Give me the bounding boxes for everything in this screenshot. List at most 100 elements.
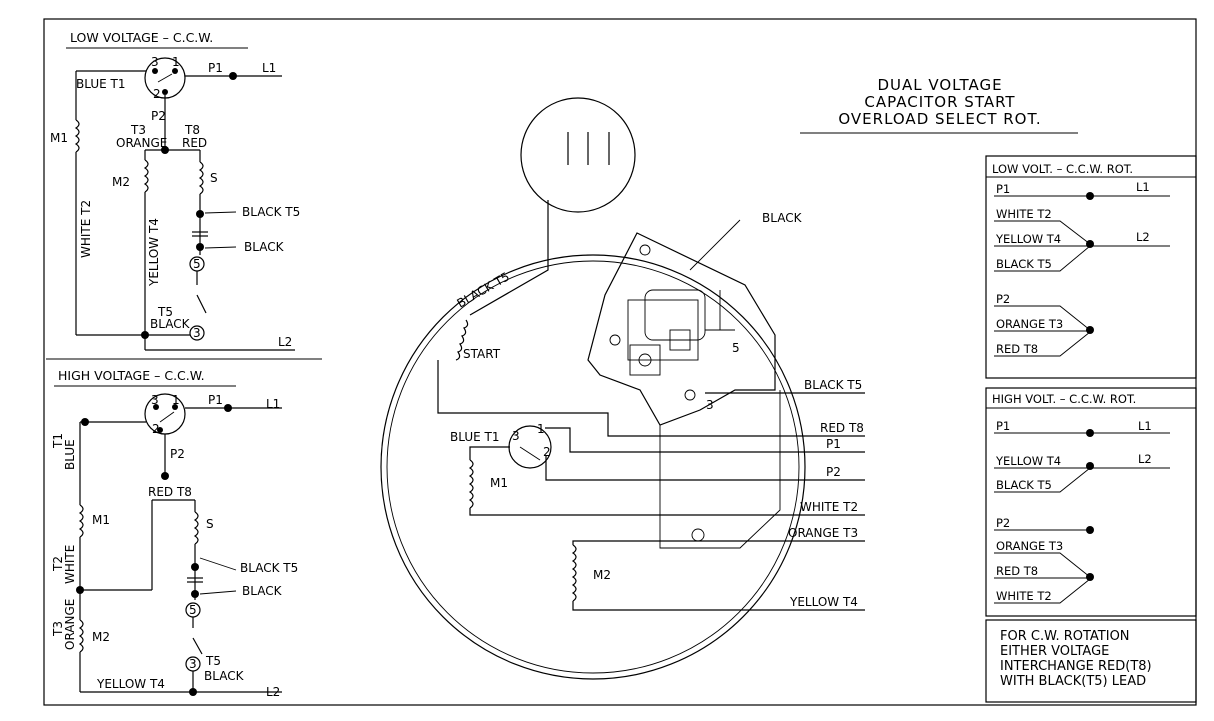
black-t5-label: BLACK T5 [242, 205, 300, 219]
motor-terminal-diagram: BLACK 5 3 BLACK T5 START RED T8 BLACK T5… [380, 97, 865, 680]
terminal-label: 3 [512, 429, 520, 443]
red-t8-label: RED T8 [996, 564, 1038, 578]
m1-label: M1 [92, 513, 110, 527]
m2-winding [143, 159, 149, 193]
terminal-label: 3 [151, 55, 159, 69]
l2-label: L2 [278, 335, 292, 349]
blue-t1-label: BLUE T1 [450, 430, 499, 444]
black-t5-label: BLACK T5 [996, 257, 1052, 271]
p2-lead-label: P2 [826, 465, 841, 479]
terminal-label: 2 [543, 445, 551, 459]
t2-label: T2 [51, 556, 65, 572]
black-label: BLACK [242, 584, 283, 598]
l2-label: L2 [266, 685, 280, 699]
white-t2-label: WHITE T2 [79, 200, 93, 258]
red-label: RED [182, 136, 207, 150]
l2-label: L2 [1136, 230, 1150, 244]
p2-label: P2 [151, 109, 166, 123]
high-volt-connection-table: HIGH VOLT. – C.C.W. ROT. P1 L1 YELLOW T4… [985, 387, 1197, 617]
terminal-label: 2 [152, 422, 160, 436]
yellow-t4-label: YELLOW T4 [147, 218, 161, 287]
p2-label: P2 [170, 447, 185, 461]
yellow-t4-label: YELLOW T4 [96, 677, 165, 691]
motor-end-outline [380, 254, 806, 680]
note-line-2: EITHER VOLTAGE [1000, 644, 1109, 659]
m2-winding [78, 619, 84, 653]
s-label: S [210, 171, 218, 185]
p1-label: P1 [208, 61, 223, 75]
m1-label: M1 [50, 131, 68, 145]
note-line-4: WITH BLACK(T5) LEAD [1000, 674, 1146, 689]
black-t5-label: BLACK T5 [996, 478, 1052, 492]
white-t2-label: WHITE T2 [996, 589, 1052, 603]
note-line-1: FOR C.W. ROTATION [1000, 629, 1130, 644]
terminal-label: 3 [706, 398, 714, 412]
title-line-2: CAPACITOR START [864, 93, 1015, 111]
terminal-label: 3 [151, 393, 159, 407]
terminal-label: 5 [189, 603, 197, 617]
title-line-1: DUAL VOLTAGE [877, 76, 1002, 94]
s-label: S [206, 517, 214, 531]
terminal-board [587, 232, 776, 426]
high-volt-table-heading: HIGH VOLT. – C.C.W. ROT. [992, 392, 1136, 406]
terminal-label: 1 [172, 55, 180, 69]
note-line-3: INTERCHANGE RED(T8) [1000, 659, 1152, 674]
t5-label: T5 [205, 654, 221, 668]
white-t2-lead-label: WHITE T2 [800, 500, 858, 514]
red-t8-label: RED T8 [996, 342, 1038, 356]
red-t8-label: RED T8 [148, 485, 192, 499]
red-t8-lead-label: RED T8 [820, 421, 864, 435]
black-t5-lead-label: BLACK T5 [804, 378, 862, 392]
black-t5-label: BLACK T5 [240, 561, 298, 575]
low-volt-table-heading: LOW VOLT. – C.C.W. ROT. [992, 162, 1133, 176]
black-label: BLACK [244, 240, 285, 254]
t3-label: T3 [51, 621, 65, 637]
start-label: START [463, 347, 501, 361]
m1-winding [468, 459, 474, 509]
start-winding [198, 161, 204, 195]
p2-label: P2 [996, 292, 1010, 306]
terminal-label: 3 [189, 657, 197, 671]
black-lead-label: BLACK [762, 211, 803, 225]
p2-label: P2 [996, 516, 1010, 530]
t8-label: T8 [184, 123, 200, 137]
orange-label: ORANGE [63, 599, 77, 650]
start-winding [455, 319, 469, 361]
black-label: BLACK [204, 669, 245, 683]
blue-t1-label: BLUE T1 [76, 77, 125, 91]
t5-label: T5 [157, 305, 173, 319]
l1-label: L1 [262, 61, 276, 75]
terminal-label: 3 [193, 326, 201, 340]
l2-label: L2 [1138, 452, 1152, 466]
m2-winding [571, 544, 577, 602]
m1-winding [74, 119, 80, 153]
title-line-3: OVERLOAD SELECT ROT. [838, 110, 1041, 128]
m1-label: M1 [490, 476, 508, 490]
orange-t3-label: ORANGE T3 [996, 317, 1063, 331]
m2-label: M2 [593, 568, 611, 582]
p1-label: P1 [208, 393, 223, 407]
orange-t3-label: ORANGE T3 [996, 539, 1063, 553]
terminal-label: 5 [732, 341, 740, 355]
orange-label: ORANGE [116, 136, 167, 150]
low-volt-connection-table: LOW VOLT. – C.C.W. ROT. P1 L1 WHITE T2 Y… [985, 155, 1197, 379]
p1-lead-label: P1 [826, 437, 841, 451]
l1-label: L1 [1136, 180, 1150, 194]
low-voltage-diagram: LOW VOLTAGE – C.C.W. 3 1 2 P1 L1 BLUE T1… [46, 30, 322, 360]
white-t2-label: WHITE T2 [996, 207, 1052, 221]
conduit-box [520, 97, 636, 213]
p1-label: P1 [996, 419, 1010, 433]
white-label: WHITE [63, 545, 77, 584]
rotation-note: FOR C.W. ROTATION EITHER VOLTAGE INTERCH… [985, 619, 1197, 703]
title-block: DUAL VOLTAGE CAPACITOR START OVERLOAD SE… [800, 76, 1078, 134]
m2-label: M2 [92, 630, 110, 644]
black-label: BLACK [150, 317, 191, 331]
l1-label: L1 [266, 397, 280, 411]
yellow-t4-label: YELLOW T4 [995, 232, 1061, 246]
m1-winding [78, 504, 84, 538]
black-t5-lead-label: BLACK T5 [455, 269, 512, 310]
start-winding [193, 511, 199, 545]
yellow-t4-lead-label: YELLOW T4 [789, 595, 858, 609]
terminal-label: 1 [537, 422, 545, 436]
